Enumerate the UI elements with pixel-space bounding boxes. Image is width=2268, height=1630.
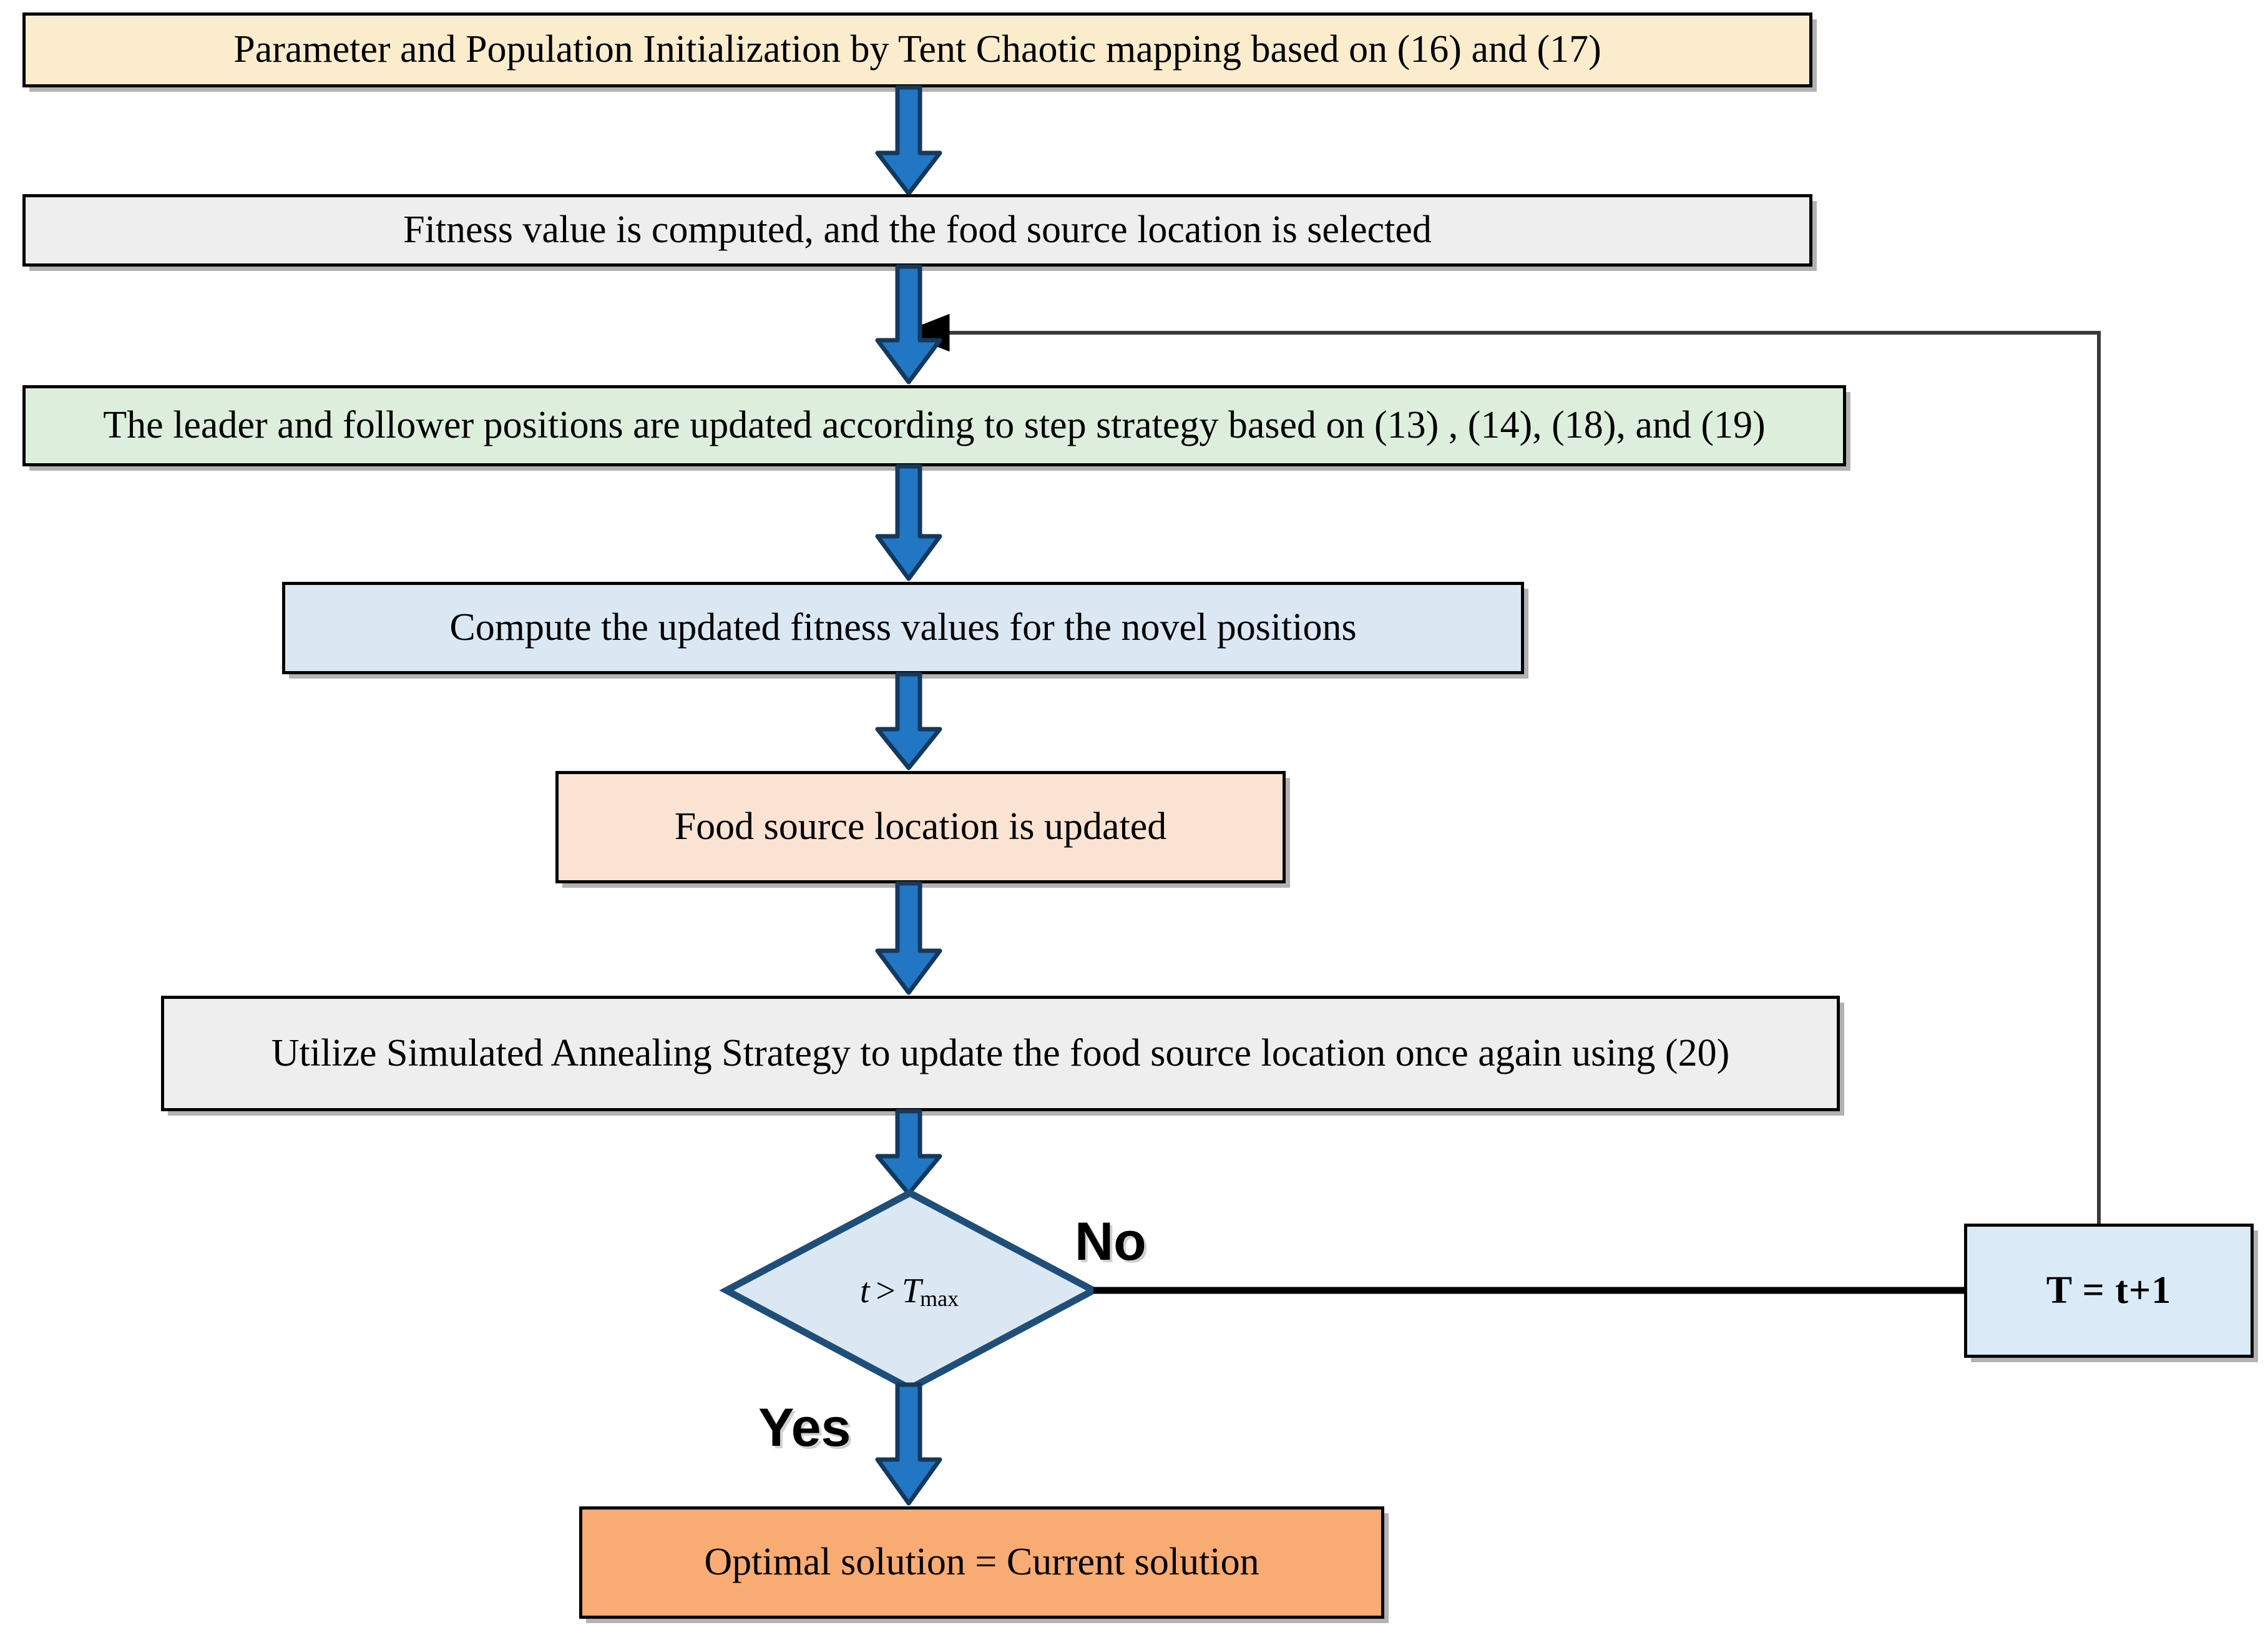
arrow-init-to-fitness bbox=[871, 85, 946, 197]
node-label: Optimal solution = Current solution bbox=[704, 1541, 1259, 1584]
node-label: The leader and follower positions are up… bbox=[103, 404, 1766, 447]
branch-label-yes: Yes bbox=[758, 1398, 851, 1458]
node-compute-updated-fitness[interactable]: Compute the updated fitness values for t… bbox=[282, 582, 1524, 674]
arrow-decision-to-optimal bbox=[871, 1382, 946, 1506]
node-label: Fitness value is computed, and the food … bbox=[403, 209, 1432, 252]
branch-label-no: No bbox=[1075, 1212, 1146, 1272]
arrow-anneal-to-decision bbox=[871, 1109, 946, 1196]
node-optimal-solution[interactable]: Optimal solution = Current solution bbox=[579, 1506, 1384, 1619]
arrow-leader-to-compute bbox=[871, 464, 946, 582]
node-fitness-value-computed[interactable]: Fitness value is computed, and the food … bbox=[22, 194, 1812, 267]
node-simulated-annealing-strategy[interactable]: Utilize Simulated Annealing Strategy to … bbox=[161, 996, 1840, 1111]
node-parameter-population-initialization[interactable]: Parameter and Population Initialization … bbox=[22, 12, 1812, 87]
node-label: Parameter and Population Initialization … bbox=[233, 28, 1601, 71]
node-label: Food source location is updated bbox=[674, 805, 1167, 848]
node-label: Compute the updated fitness values for t… bbox=[449, 606, 1357, 649]
node-increment-iteration[interactable]: T = t+1 bbox=[1964, 1224, 2254, 1358]
node-food-source-location-updated[interactable]: Food source location is updated bbox=[555, 771, 1286, 883]
node-leader-follower-positions-updated[interactable]: The leader and follower positions are up… bbox=[22, 385, 1846, 466]
node-label: Utilize Simulated Annealing Strategy to … bbox=[271, 1031, 1730, 1074]
arrow-fitness-to-leader bbox=[871, 264, 946, 385]
arrow-compute-to-food bbox=[871, 672, 946, 771]
node-label: T = t+1 bbox=[2046, 1269, 2172, 1312]
arrow-food-to-anneal bbox=[871, 881, 946, 996]
